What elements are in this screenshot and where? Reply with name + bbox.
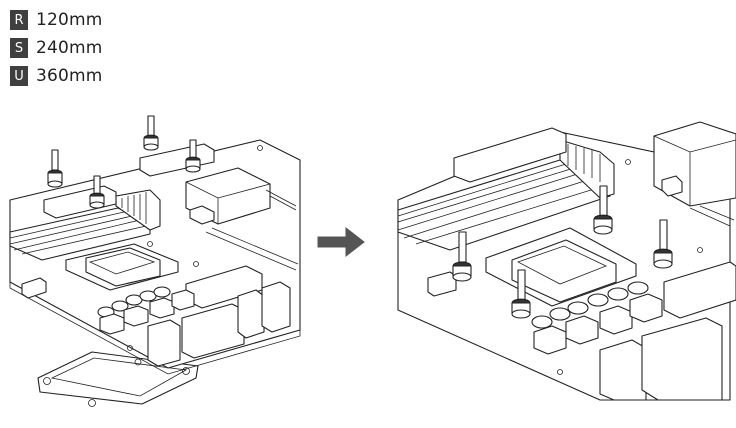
screw-icon	[144, 116, 158, 150]
screw-icon	[48, 150, 62, 187]
arrow-right-icon	[318, 228, 364, 256]
right-motherboard-illustration	[398, 122, 736, 400]
left-motherboard-illustration	[10, 116, 300, 407]
